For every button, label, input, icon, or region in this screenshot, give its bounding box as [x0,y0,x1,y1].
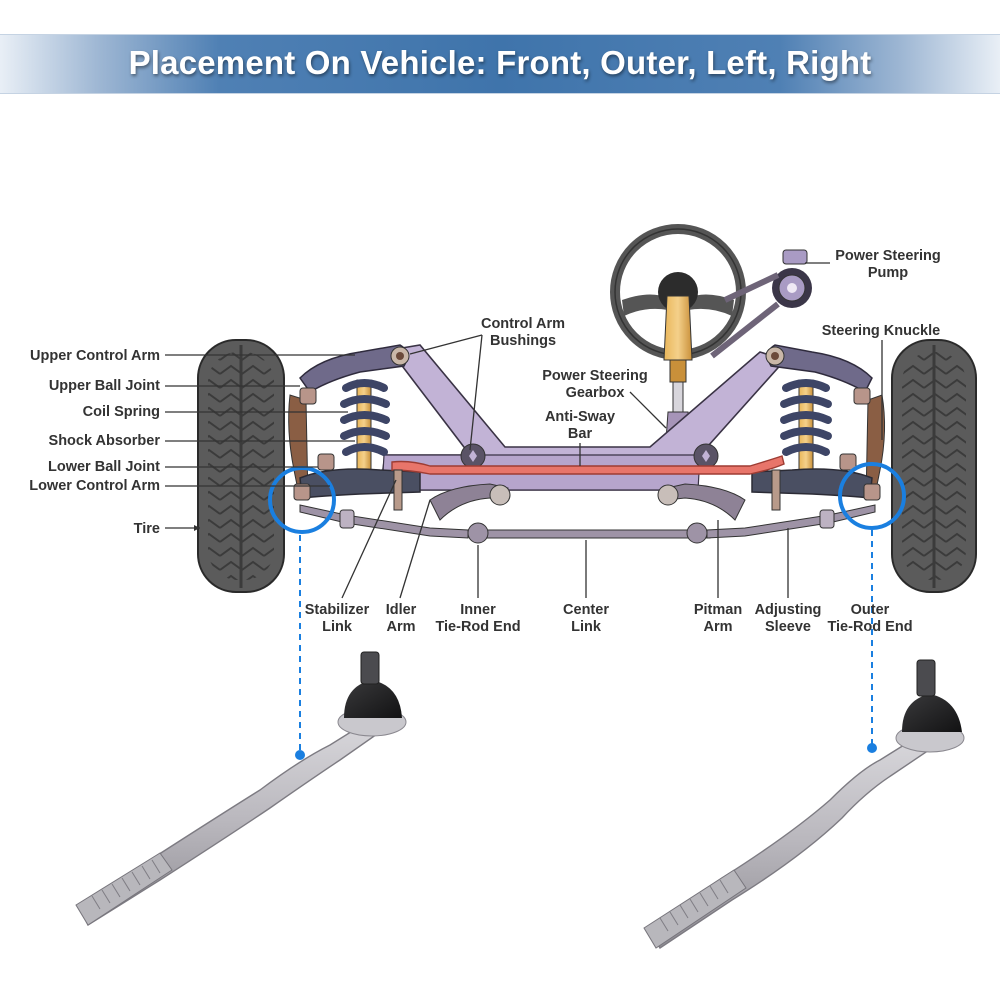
label-outer-tie-rod-end-line2: Tie-Rod End [827,619,912,635]
idler-arm [429,483,511,521]
label-control-arm-bushings-line2: Bushings [490,333,556,349]
power-steering-pump [710,249,812,359]
right-tie-rod-end-product [643,659,965,949]
left-connector-dot [295,750,305,760]
label-lower-ball-joint: Lower Ball Joint [48,459,160,475]
label-stabilizer-link-line2: Link [322,619,353,635]
top-callouts: Control Arm Bushings Power Steering Pump… [409,248,941,466]
left-highlight-circle [268,466,336,534]
label-upper-ball-joint: Upper Ball Joint [49,378,160,394]
left-callouts: Upper Control Arm Upper Ball Joint Coil … [29,348,355,537]
right-connector-dot [867,743,877,753]
left-lower-ball-joint [317,453,335,471]
label-power-steering-pump-line2: Pump [868,265,908,281]
label-control-arm-bushings-line1: Control Arm [481,316,565,332]
label-anti-sway-bar-line2: Bar [568,426,593,442]
label-power-steering-gearbox-line1: Power Steering [542,368,648,384]
right-lower-ball-joint [839,453,857,471]
label-outer-tie-rod-end-line1: Outer [851,602,890,618]
left-tire [197,339,285,593]
label-center-link-line2: Link [571,619,602,635]
banner-title: Placement On Vehicle: Front, Outer, Left… [128,44,872,81]
anti-sway-bar [391,455,785,475]
label-pitman-arm-line1: Pitman [694,602,742,618]
left-adjusting-sleeve [339,509,355,529]
label-pitman-arm-line2: Arm [703,619,732,635]
left-upper-ball-joint [299,387,317,405]
left-stabilizer-link [393,469,403,511]
label-power-steering-pump-line1: Power Steering [835,248,941,264]
label-upper-control-arm: Upper Control Arm [30,348,160,364]
label-idler-arm-line1: Idler [386,602,417,618]
label-power-steering-gearbox-line2: Gearbox [566,385,625,401]
bottom-callouts: Stabilizer Link Idler Arm Inner Tie-Rod … [305,479,913,635]
left-tie-rod [299,504,469,539]
right-lower-control-arm [751,468,873,499]
center-link [469,529,711,539]
right-coil-spring [780,379,832,471]
label-center-link-line1: Center [563,602,609,618]
label-coil-spring: Coil Spring [83,404,160,420]
left-tie-rod-end-product [75,651,407,927]
right-outer-tie-rod-joint [863,483,881,501]
right-stabilizer-link [771,469,781,511]
label-shock-absorber: Shock Absorber [49,433,161,449]
label-idler-arm-line2: Arm [386,619,415,635]
label-steering-knuckle: Steering Knuckle [822,323,940,339]
right-tire [891,339,977,593]
label-stabilizer-link-line1: Stabilizer [305,602,370,618]
right-highlight-circle [838,462,906,530]
label-adjusting-sleeve-line1: Adjusting [755,602,822,618]
left-inner-tie-rod-end [467,522,489,544]
pitman-arm [657,483,746,521]
right-upper-ball-joint [853,387,871,405]
label-tire: Tire [134,521,160,537]
right-tie-rod [706,504,876,539]
label-lower-control-arm: Lower Control Arm [29,478,160,494]
left-outer-tie-rod-joint [293,483,311,501]
title-banner: Placement On Vehicle: Front, Outer, Left… [0,34,1000,94]
label-inner-tie-rod-end-line2: Tie-Rod End [435,619,520,635]
right-adjusting-sleeve [819,509,835,529]
right-inner-tie-rod-end [686,522,708,544]
label-inner-tie-rod-end-line1: Inner [460,602,496,618]
label-adjusting-sleeve-line2: Sleeve [765,619,811,635]
left-coil-spring [340,379,390,471]
label-anti-sway-bar-line1: Anti-Sway [545,409,615,425]
